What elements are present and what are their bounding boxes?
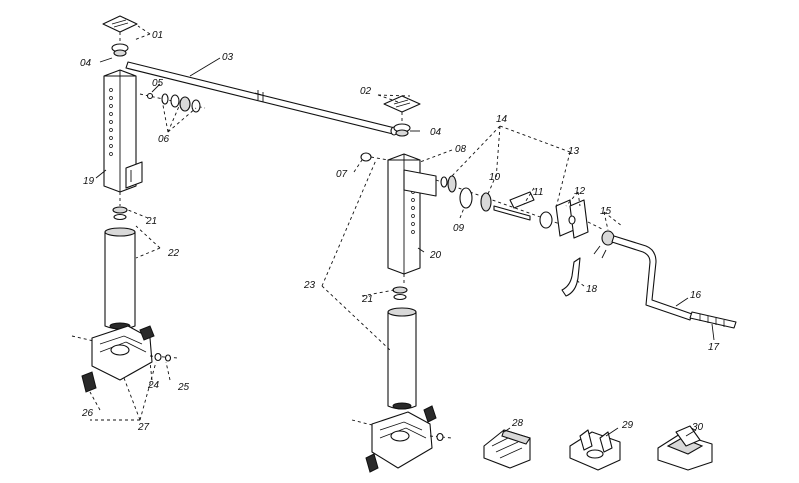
label-25: 25: [177, 382, 190, 393]
label-04-left: 04: [80, 58, 92, 69]
label-30: 30: [692, 422, 704, 433]
label-07: 07: [336, 169, 348, 180]
left-foot-assembly: [71, 325, 179, 393]
cross-shaft: [125, 61, 398, 136]
label-11: 11: [533, 187, 543, 198]
label-24: 24: [147, 380, 160, 391]
label-09: 09: [453, 223, 465, 234]
label-02: 02: [360, 86, 372, 97]
label-21-right: 21: [361, 294, 373, 305]
label-21-left: 21: [145, 216, 157, 227]
label-28: 28: [511, 418, 524, 429]
alt-foot-28: [483, 429, 531, 469]
label-03: 03: [222, 52, 234, 63]
right-leg-tube: [360, 152, 437, 275]
label-19: 19: [83, 176, 95, 187]
label-23: 23: [303, 280, 316, 291]
crank-handle: [611, 235, 737, 329]
label-06: 06: [158, 134, 170, 145]
left-top-cap: [102, 15, 138, 57]
crank-brackets: [555, 199, 615, 259]
right-top-cap: [383, 95, 421, 137]
label-27: 27: [137, 422, 150, 433]
part-labels: 01 02 03 04 04 05 06 07 08 09 10 11 12 1…: [80, 30, 720, 433]
label-10: 10: [489, 172, 501, 183]
alt-foot-30: [657, 425, 713, 471]
alt-foot-29: [569, 429, 621, 471]
label-29: 29: [621, 420, 634, 431]
label-13: 13: [568, 146, 580, 157]
label-16: 16: [690, 290, 702, 301]
right-inner-leg: [387, 274, 417, 410]
left-inner-leg: [104, 192, 136, 330]
label-12: 12: [574, 186, 586, 197]
right-gearbox-parts: [435, 175, 561, 229]
label-18: 18: [586, 284, 598, 295]
label-20: 20: [429, 250, 442, 261]
label-22: 22: [167, 248, 180, 259]
label-08: 08: [455, 144, 467, 155]
right-foot-assembly: [351, 405, 453, 473]
label-05: 05: [152, 78, 164, 89]
leader-lines: [89, 25, 715, 437]
label-26: 26: [81, 408, 94, 419]
label-17: 17: [708, 342, 720, 353]
label-01: 01: [152, 30, 163, 41]
label-15: 15: [600, 206, 612, 217]
label-04-right: 04: [430, 127, 442, 138]
label-14: 14: [496, 114, 508, 125]
handle-clip: [561, 257, 581, 297]
left-leg-tube: [103, 69, 143, 193]
left-gearbox-parts: [139, 92, 206, 113]
